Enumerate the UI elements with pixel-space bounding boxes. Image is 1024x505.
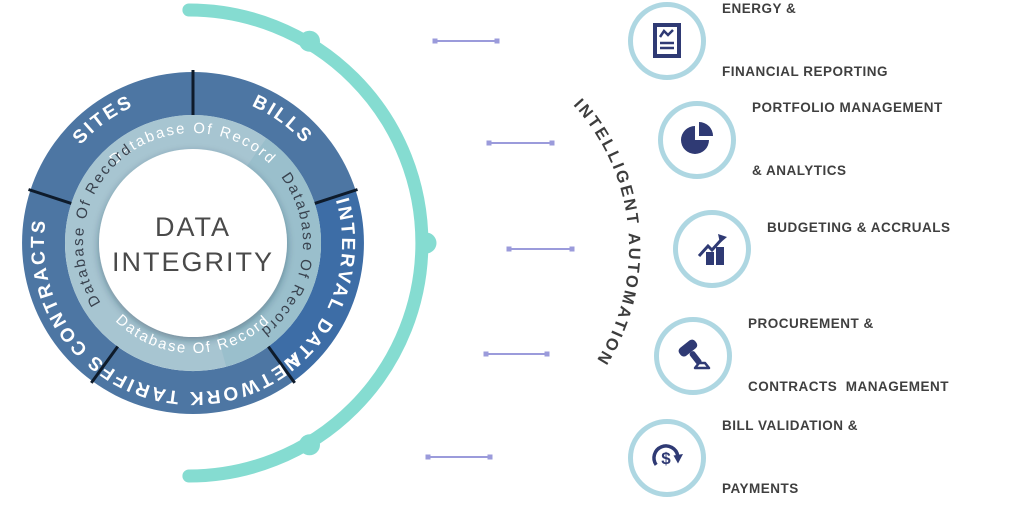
segment-interval-data bbox=[268, 190, 364, 382]
item-label-line: PORTFOLIO MANAGEMENT bbox=[752, 100, 943, 116]
icon-circle bbox=[673, 210, 751, 288]
connector-line bbox=[425, 454, 493, 460]
icon-circle: $ bbox=[628, 419, 706, 497]
teal-arc-node bbox=[299, 434, 320, 456]
icon-circle bbox=[658, 101, 736, 179]
item-label-line: FINANCIAL REPORTING bbox=[722, 63, 889, 79]
report-chart-icon bbox=[653, 23, 681, 58]
item-label-line: BILL VALIDATION & bbox=[722, 418, 858, 434]
icon-circle bbox=[654, 317, 732, 395]
connector-line bbox=[432, 38, 500, 44]
gavel-icon bbox=[678, 339, 711, 370]
center-title-line2: INTEGRITY bbox=[112, 247, 274, 277]
item-label-line: PAYMENTS bbox=[722, 480, 799, 496]
list-item-procurement-contracts: PROCUREMENT & CONTRACTS MANAGEMENT bbox=[654, 316, 949, 395]
item-label: PORTFOLIO MANAGEMENT & ANALYTICS bbox=[752, 56, 943, 223]
center-circle bbox=[99, 149, 287, 337]
dollar-refresh-icon: $ bbox=[652, 444, 683, 468]
item-label: BILL VALIDATION & PAYMENTS bbox=[722, 374, 858, 505]
item-label-line: & ANALYTICS bbox=[752, 162, 847, 178]
item-label-line: ENERGY & bbox=[722, 1, 797, 17]
list-item-budgeting-accruals: BUDGETING & ACCRUALS bbox=[673, 210, 951, 288]
item-label-line: PROCUREMENT & bbox=[748, 316, 874, 332]
pie-chart-icon bbox=[681, 122, 713, 154]
item-label-line: CONTRACTS MANAGEMENT bbox=[748, 378, 949, 394]
icon-circle bbox=[628, 2, 706, 80]
segment-sites bbox=[30, 72, 194, 204]
connector-line bbox=[483, 351, 550, 357]
segment-dividers bbox=[28, 70, 358, 384]
intelligent-automation-label: INTELLIGENT AUTOMATION bbox=[570, 95, 643, 369]
item-label-line: BUDGETING & ACCRUALS bbox=[767, 219, 951, 235]
data-integrity-donut: DATA INTEGRITY SITES BILLS INTERVAL DATA… bbox=[22, 70, 364, 414]
teal-arc-node bbox=[415, 232, 437, 254]
connector-lines bbox=[425, 38, 575, 460]
connector-line bbox=[486, 140, 555, 146]
teal-flow-arc bbox=[182, 3, 437, 483]
segment-contracts bbox=[22, 190, 118, 382]
segment-network-tariffs bbox=[92, 346, 294, 414]
dollar-glyph: $ bbox=[661, 449, 671, 468]
bar-chart-arrow-icon bbox=[697, 234, 727, 265]
item-label: ENERGY & FINANCIAL REPORTING bbox=[722, 0, 888, 125]
center-title-line1: DATA bbox=[155, 212, 231, 242]
teal-arc-node bbox=[299, 30, 320, 52]
connector-line bbox=[506, 246, 575, 252]
segment-bills bbox=[193, 72, 356, 204]
list-item-portfolio-management: PORTFOLIO MANAGEMENT & ANALYTICS bbox=[658, 100, 943, 179]
item-label: BUDGETING & ACCRUALS bbox=[767, 176, 951, 322]
list-item-bill-validation-payments: $ BILL VALIDATION & PAYMENTS bbox=[628, 418, 858, 497]
list-item-energy-financial-reporting: ENERGY & FINANCIAL REPORTING bbox=[628, 1, 888, 80]
database-ring-shade bbox=[216, 138, 321, 367]
item-label: PROCUREMENT & CONTRACTS MANAGEMENT bbox=[748, 272, 949, 439]
